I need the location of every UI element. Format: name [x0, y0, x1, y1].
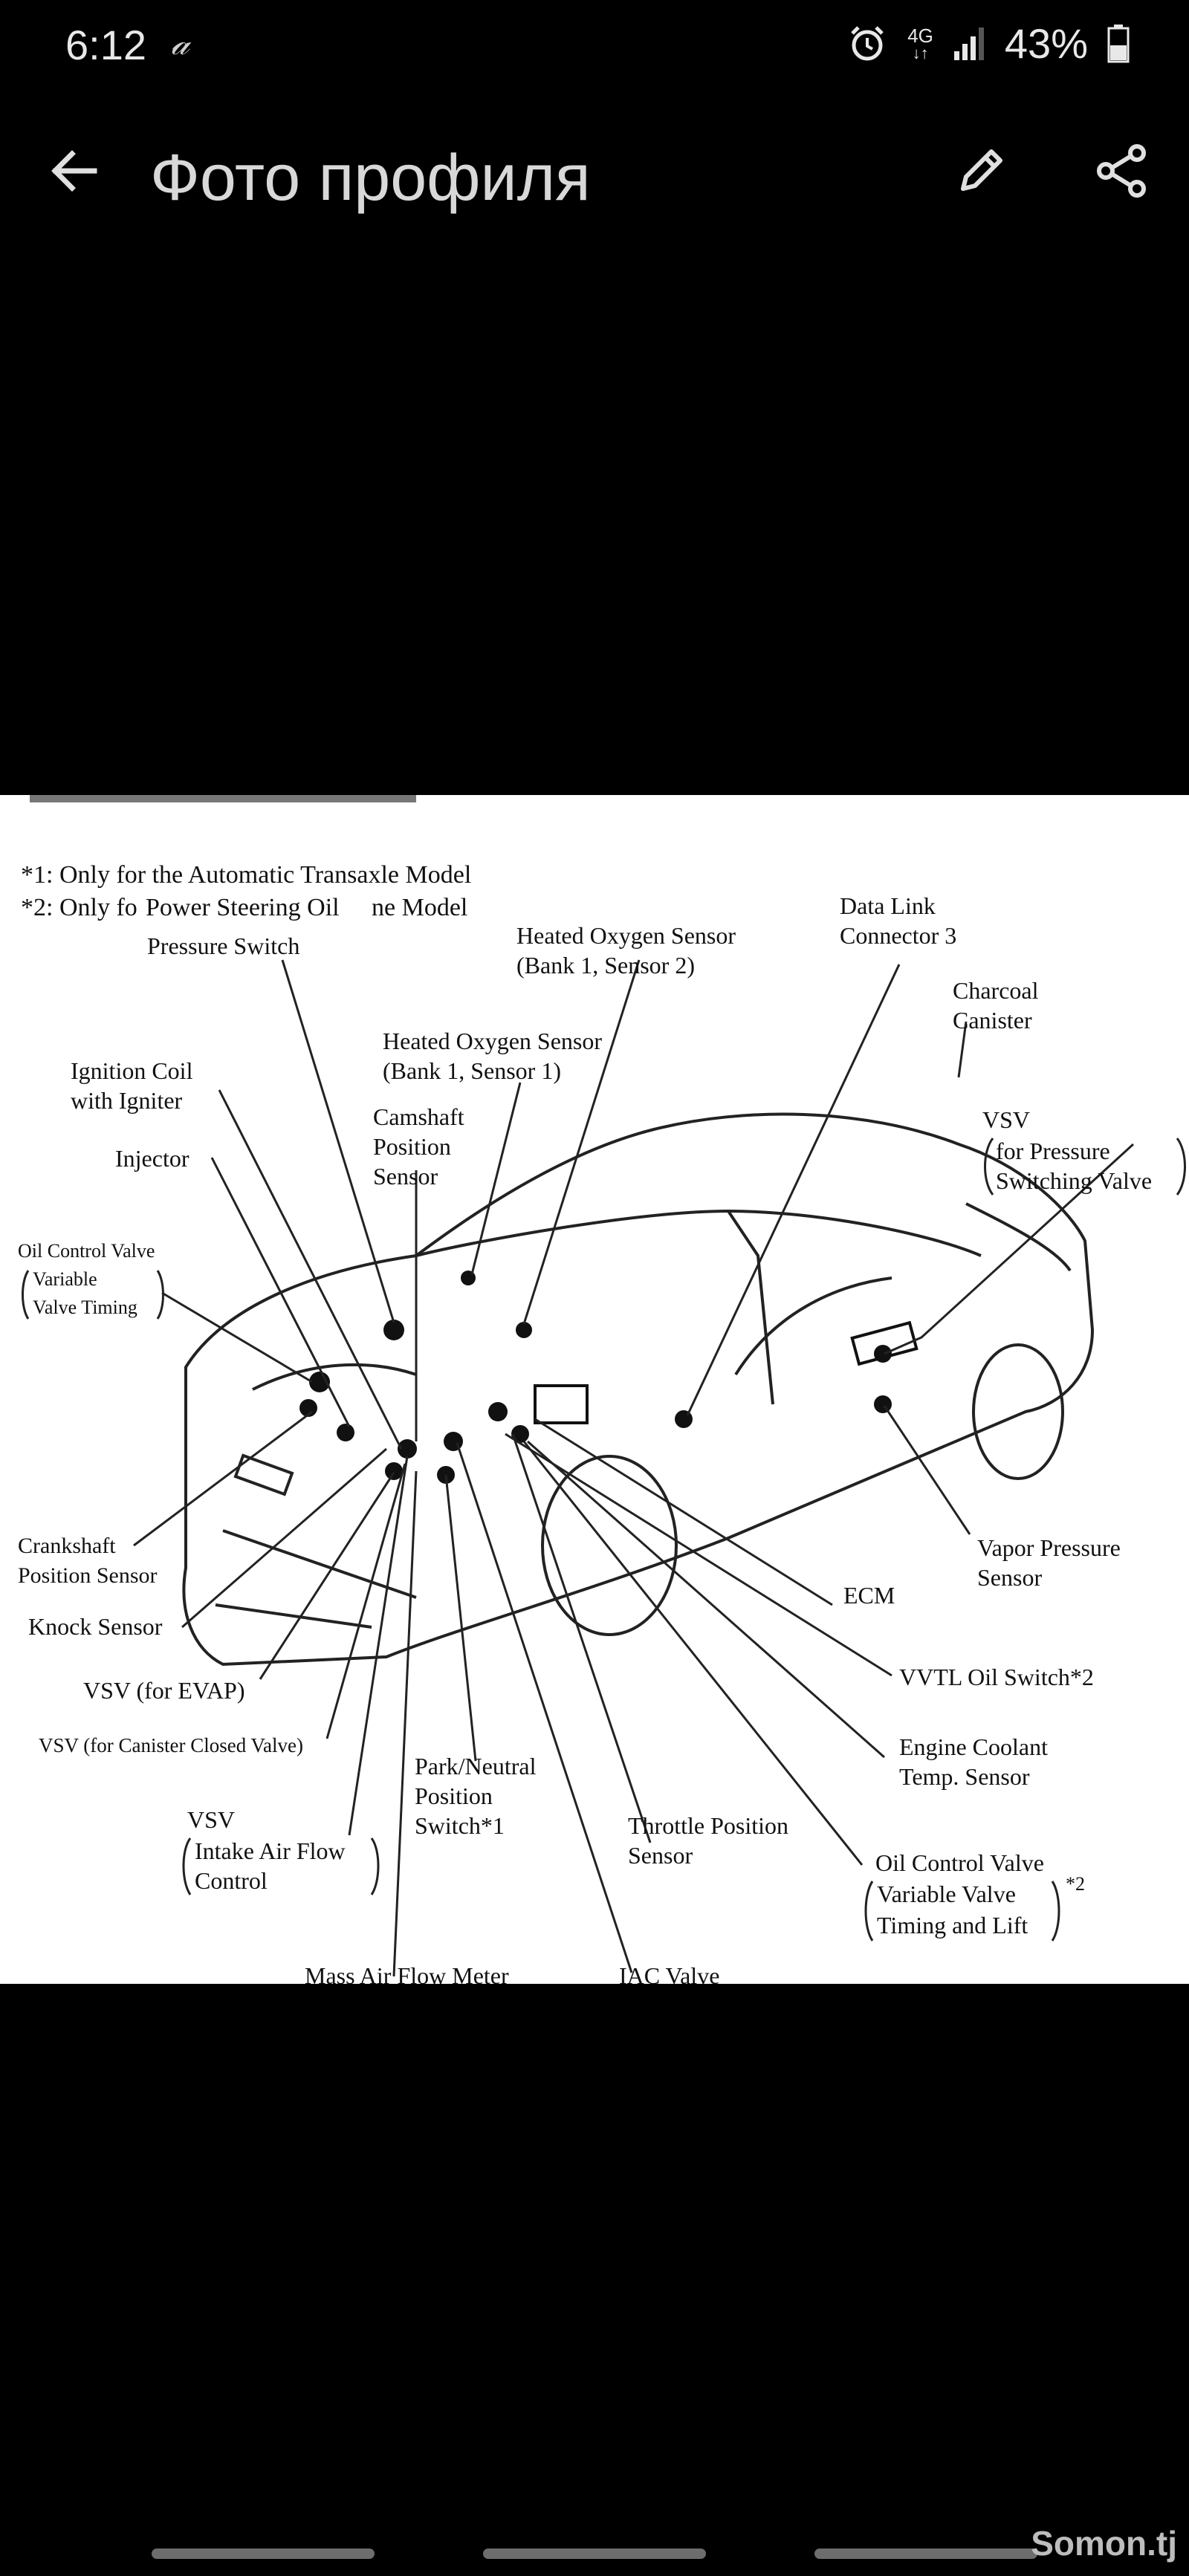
network-4g-icon: 4G ↓↑	[907, 26, 933, 62]
label-ocv2-line1: Oil Control Valve	[875, 1849, 1044, 1876]
label-vsv-canister: VSV (for Canister Closed Valve)	[39, 1734, 303, 1756]
label-ecm: ECM	[843, 1582, 895, 1609]
label-knock: Knock Sensor	[28, 1613, 163, 1640]
label-data-link-line1: Data Link	[840, 892, 936, 919]
label-vsv-pressure-line2: for Pressure	[996, 1138, 1110, 1164]
pencil-icon	[961, 149, 1002, 191]
label-ignition-line2: with Igniter	[71, 1087, 183, 1114]
label-charcoal-line1: Charcoal	[953, 977, 1039, 1004]
engine-diagram: *1: Only for the Automatic Transaxle Mod…	[18, 795, 1186, 1984]
label-iac: IAC Valve	[619, 1962, 719, 1984]
label-vsv-evap: VSV (for EVAP)	[83, 1677, 245, 1704]
status-bar: 6:12 𝒶 4G ↓↑ 43%	[0, 0, 1189, 89]
label-heated-o2-s2-line2: (Bank 1, Sensor 2)	[516, 952, 695, 979]
status-time: 6:12	[65, 22, 146, 68]
recent-apps-button[interactable]	[152, 2549, 375, 2559]
label-park-line2: Position	[415, 1782, 493, 1809]
footnote-2-prefix: *2: Only fo	[21, 894, 137, 921]
label-vsv-intake-line1: VSV	[187, 1806, 235, 1833]
label-vsv-pressure-line3: Switching Valve	[996, 1167, 1152, 1194]
bracket-vsv-intake	[182, 1837, 380, 1895]
label-injector: Injector	[115, 1145, 189, 1172]
edit-button[interactable]	[944, 134, 1018, 208]
label-heated-o2-s1-line1: Heated Oxygen Sensor	[383, 1028, 602, 1054]
back-gesture-button[interactable]	[814, 2549, 1037, 2559]
label-coolant-line2: Temp. Sensor	[899, 1763, 1030, 1790]
label-crankshaft-line1: Crankshaft	[18, 1534, 116, 1558]
watermark: Somon.tj	[1031, 2524, 1177, 2563]
bracket-vsv-pressure	[984, 1138, 1186, 1195]
label-vsv-pressure-line1: VSV	[982, 1106, 1030, 1133]
label-ignition-line1: Ignition Coil	[71, 1057, 193, 1084]
label-park-line3: Switch*1	[415, 1812, 505, 1839]
label-vapor-line2: Sensor	[977, 1564, 1042, 1591]
page-title: Фото профиля	[150, 140, 591, 214]
label-power-steering: Pressure Switch	[147, 932, 299, 959]
car-outline	[182, 1112, 1095, 1667]
status-icons: 4G ↓↑ 43%	[846, 19, 1130, 68]
share-icon	[1097, 144, 1146, 198]
label-camshaft-line1: Camshaft	[373, 1103, 464, 1130]
label-ocv-line1: Oil Control Valve	[18, 1240, 155, 1262]
navigation-bar	[0, 2526, 1189, 2576]
bracket-ocv	[22, 1270, 164, 1320]
label-vapor-line1: Vapor Pressure	[977, 1534, 1121, 1561]
footnote-1: *1: Only for the Automatic Transaxle Mod…	[21, 861, 471, 889]
label-ocv-line3: Valve Timing	[33, 1297, 137, 1318]
share-button[interactable]	[1085, 134, 1159, 208]
label-vsv-intake-line2: Intake Air Flow	[195, 1837, 346, 1864]
cursive-app-icon: 𝒶	[171, 23, 190, 62]
network-label: 4G	[907, 24, 933, 47]
label-ocv-line2: Variable	[33, 1268, 97, 1290]
label-throttle-line2: Sensor	[628, 1842, 693, 1869]
label-data-link-line2: Connector 3	[840, 922, 956, 949]
label-camshaft-line2: Position	[373, 1133, 451, 1160]
battery-icon	[1107, 24, 1130, 62]
label-ocv2-note: *2	[1066, 1873, 1085, 1895]
label-crankshaft-line2: Position Sensor	[18, 1563, 158, 1588]
back-button[interactable]	[37, 134, 111, 208]
label-camshaft-line3: Sensor	[373, 1163, 438, 1190]
label-ocv2-line2: Variable Valve	[877, 1881, 1016, 1907]
label-heated-o2-s2-line1: Heated Oxygen Sensor	[516, 922, 736, 949]
alarm-icon	[851, 25, 884, 60]
home-button[interactable]	[483, 2549, 706, 2559]
app-bar: Фото профиля	[0, 111, 1189, 230]
battery-percent: 43%	[1004, 20, 1088, 67]
label-charcoal-line2: Canister	[953, 1007, 1032, 1034]
label-vsv-intake-line3: Control	[195, 1867, 268, 1894]
bracket-ocv2	[864, 1881, 1060, 1941]
label-maf: Mass Air Flow Meter	[305, 1962, 509, 1984]
engine-parts	[299, 1271, 919, 1484]
label-ocv2-line3: Timing and Lift	[877, 1912, 1028, 1939]
label-throttle-line1: Throttle Position	[628, 1812, 788, 1839]
signal-icon	[953, 27, 984, 60]
cropped-heading	[30, 795, 416, 802]
label-heated-o2-s1-line2: (Bank 1, Sensor 1)	[383, 1057, 561, 1084]
label-park-line1: Park/Neutral	[415, 1753, 537, 1779]
arrow-left-icon	[51, 150, 97, 192]
leader-lines	[133, 959, 1135, 1977]
label-vvtl: VVTL Oil Switch*2	[899, 1664, 1094, 1690]
label-coolant-line1: Engine Coolant	[899, 1733, 1048, 1760]
footnote-2-overlap: Power Steering Oil	[146, 894, 340, 921]
footnote-2-suffix: ne Model	[372, 894, 467, 921]
profile-photo[interactable]: *1: Only for the Automatic Transaxle Mod…	[0, 795, 1189, 1984]
data-arrows-icon: ↓↑	[912, 43, 929, 62]
